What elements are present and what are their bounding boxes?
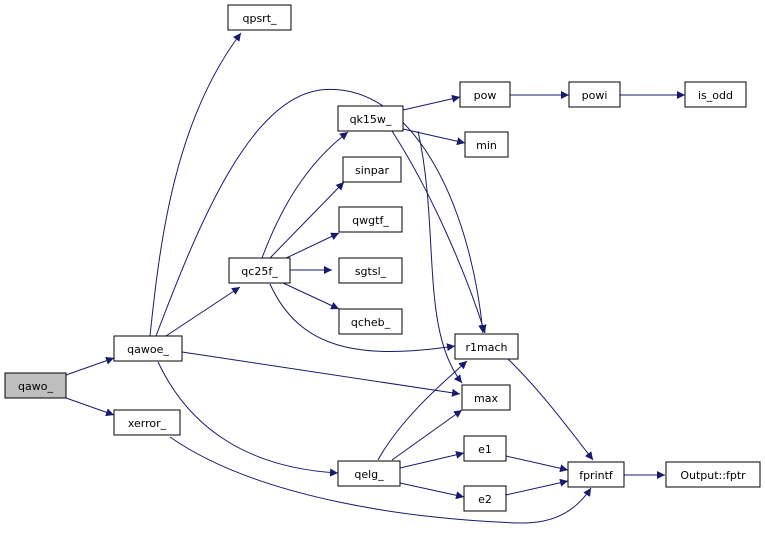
node-min[interactable]: min xyxy=(464,131,509,158)
node-fprintf[interactable]: fprintf xyxy=(567,461,625,488)
node-label-pow: pow xyxy=(474,89,497,102)
node-label-e2: e2 xyxy=(478,493,492,506)
node-label-fprintf: fprintf xyxy=(579,469,614,482)
edge-qelg-max xyxy=(391,409,463,461)
node-label-qcheb: qcheb_ xyxy=(351,316,391,329)
edge-qawo-qawoe xyxy=(65,356,115,376)
edge-qc25f-qcheb xyxy=(282,282,340,310)
edge-qawoe-qc25f xyxy=(165,286,241,337)
node-label-qk15w: qk15w_ xyxy=(350,113,392,126)
edge-e2-fprintf xyxy=(505,478,569,496)
node-qk15w[interactable]: qk15w_ xyxy=(337,105,404,132)
edge-qelg-r1mach xyxy=(377,360,468,461)
node-r1mach[interactable]: r1mach xyxy=(454,333,519,360)
node-pow[interactable]: pow xyxy=(459,81,511,108)
edge-qawoe-r1mach xyxy=(155,88,487,337)
edge-qc25f-r1mach xyxy=(269,283,456,352)
edge-r1mach-fprintf xyxy=(507,358,594,461)
edge-qawoe-qelg xyxy=(157,361,339,477)
edge-qelg-e2 xyxy=(399,482,465,500)
node-xerror[interactable]: xerror_ xyxy=(113,409,181,436)
node-label-powi: powi xyxy=(582,89,608,102)
node-label-qpsrt: qpsrt_ xyxy=(242,12,277,25)
edge-qc25f-qwgtf xyxy=(281,232,340,261)
node-max[interactable]: max xyxy=(461,384,511,411)
node-label-sinpar: sinpar xyxy=(355,164,389,177)
edge-qk15w-pow xyxy=(402,94,461,111)
edge-qk15w-max xyxy=(417,130,463,384)
node-is_odd[interactable]: is_odd xyxy=(684,81,747,108)
edge-qc25f-qk15w xyxy=(261,131,349,259)
edge-qc25f-sinpar xyxy=(269,181,345,259)
edge-xerror-fprintf xyxy=(169,436,592,524)
node-qpsrt[interactable]: qpsrt_ xyxy=(227,4,292,31)
edge-qk15w-r1mach xyxy=(391,130,487,334)
edge-e1-fprintf xyxy=(505,455,569,473)
node-e2[interactable]: e2 xyxy=(463,485,507,512)
node-label-fptr: Output::fptr xyxy=(680,469,746,482)
node-label-min: min xyxy=(476,139,497,152)
node-label-is_odd: is_odd xyxy=(698,89,733,102)
edges-layer xyxy=(65,32,685,524)
node-powi[interactable]: powi xyxy=(568,81,621,108)
edge-qawo-xerror xyxy=(65,397,115,417)
node-label-r1mach: r1mach xyxy=(466,341,508,354)
node-qwgtf[interactable]: qwgtf_ xyxy=(338,206,403,233)
node-e1[interactable]: e1 xyxy=(463,435,507,462)
edge-qelg-e1 xyxy=(399,450,465,469)
node-label-sgtsl: sgtsl_ xyxy=(355,265,387,278)
node-qawo: qawo_ xyxy=(4,372,67,399)
node-label-e1: e1 xyxy=(478,443,492,456)
node-qc25f[interactable]: qc25f_ xyxy=(228,257,291,284)
nodes-layer: qawo_ qawoe_ xerror_ qpsrt_ qc25f_ qk15w… xyxy=(4,4,761,512)
edge-qk15w-min xyxy=(402,128,466,146)
edge-qawoe-max xyxy=(181,351,461,397)
node-sgtsl[interactable]: sgtsl_ xyxy=(338,257,403,284)
node-label-qawoe: qawoe_ xyxy=(127,343,169,356)
node-label-qwgtf: qwgtf_ xyxy=(352,214,389,227)
node-label-max: max xyxy=(474,392,498,405)
node-label-qc25f: qc25f_ xyxy=(241,265,278,278)
node-label-qawo: qawo_ xyxy=(18,380,53,393)
node-sinpar[interactable]: sinpar xyxy=(342,156,402,183)
node-qelg[interactable]: qelg_ xyxy=(337,460,401,487)
node-qawoe[interactable]: qawoe_ xyxy=(113,335,183,362)
edge-qawoe-qpsrt xyxy=(149,32,242,337)
node-qcheb[interactable]: qcheb_ xyxy=(338,308,403,335)
node-fptr[interactable]: Output::fptr xyxy=(665,461,761,488)
node-label-xerror: xerror_ xyxy=(128,417,167,430)
node-label-qelg: qelg_ xyxy=(354,468,384,481)
